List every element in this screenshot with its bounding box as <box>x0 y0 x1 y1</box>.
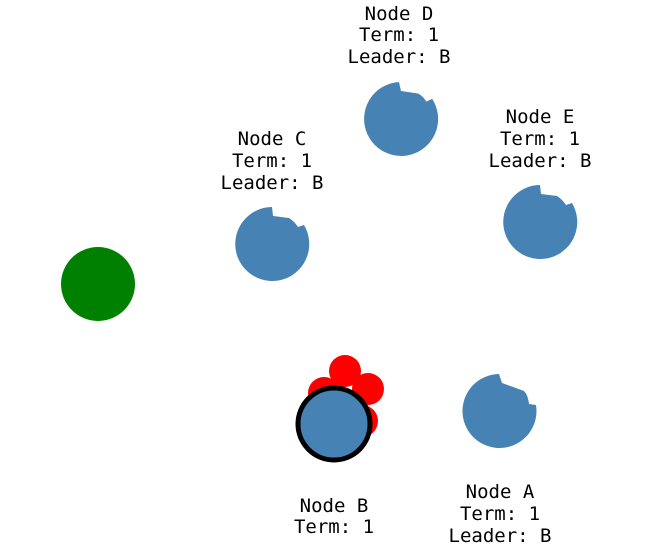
node-b-circle <box>295 385 373 463</box>
node-c-leader: Leader: B <box>221 172 324 194</box>
node-a-name: Node A <box>466 481 535 503</box>
node-c[interactable]: Node C Term: 1 Leader: B <box>221 128 324 281</box>
node-a-leader: Leader: B <box>449 525 552 547</box>
node-e-circle <box>503 185 578 259</box>
node-c-circle <box>235 207 310 281</box>
node-b[interactable]: Node B Term: 1 <box>294 385 374 538</box>
node-d-leader: Leader: B <box>348 46 451 68</box>
client-node[interactable] <box>61 247 135 321</box>
node-d[interactable]: Node D Term: 1 Leader: B <box>348 3 451 156</box>
node-d-name: Node D <box>365 3 434 25</box>
node-d-circle <box>364 82 439 156</box>
message-dot <box>329 355 361 387</box>
node-c-name: Node C <box>238 128 307 150</box>
node-e-name: Node E <box>506 106 575 128</box>
node-c-term: Term: 1 <box>232 150 312 172</box>
node-a[interactable]: Node A Term: 1 Leader: B <box>449 374 552 547</box>
node-b-term: Term: 1 <box>294 516 374 538</box>
node-e-leader: Leader: B <box>489 150 592 172</box>
node-d-term: Term: 1 <box>359 24 439 46</box>
node-a-circle <box>462 374 537 448</box>
node-b-name: Node B <box>300 495 369 517</box>
node-a-term: Term: 1 <box>460 503 540 525</box>
node-e-term: Term: 1 <box>500 128 580 150</box>
node-e[interactable]: Node E Term: 1 Leader: B <box>489 106 592 259</box>
